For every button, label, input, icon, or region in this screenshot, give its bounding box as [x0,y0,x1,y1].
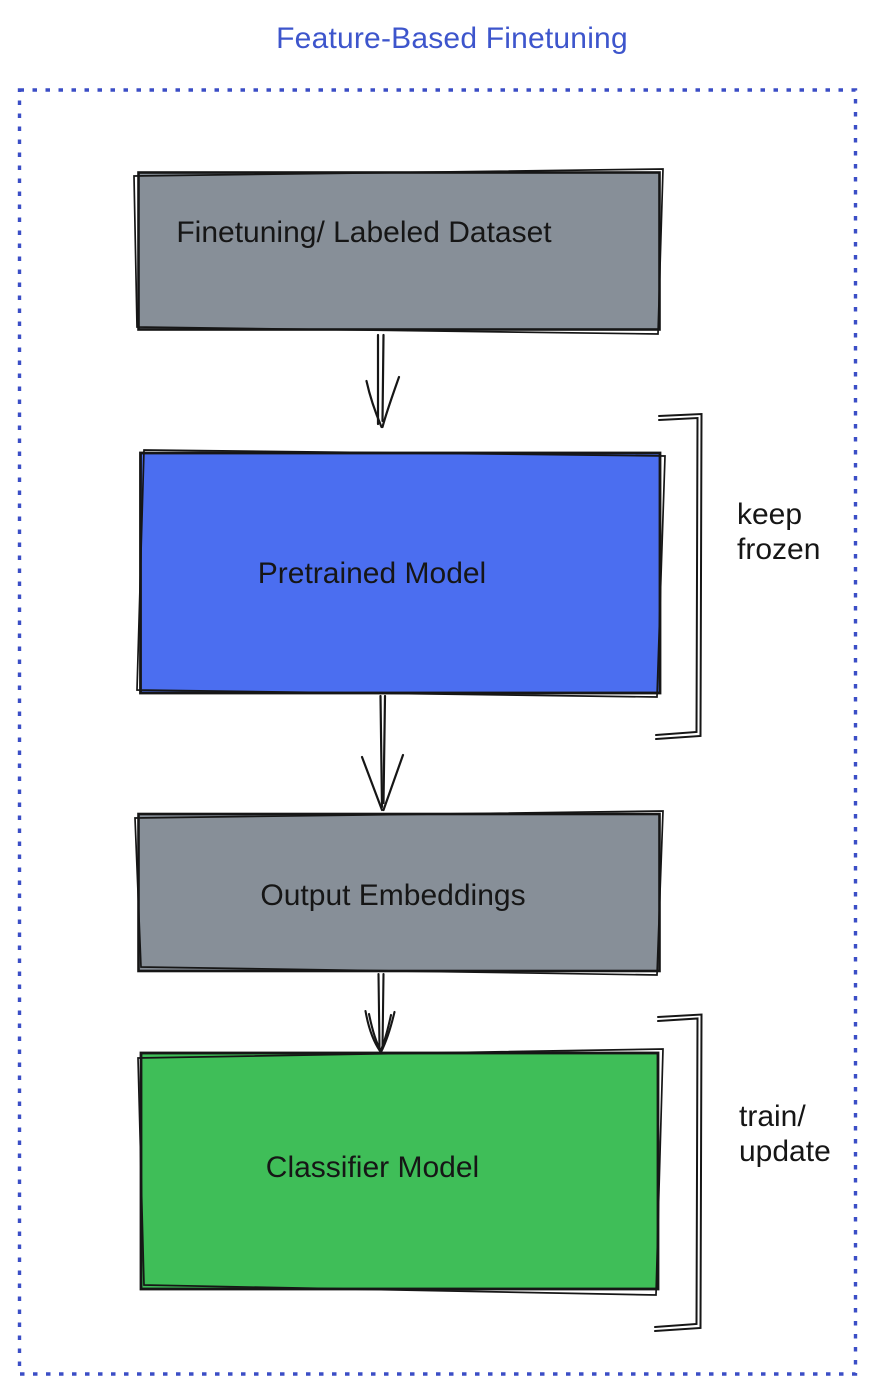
box-dataset-sketch-outline [133,168,664,335]
dotted-frame [17,88,858,1376]
bracket-train-update [654,1013,703,1332]
box-embeddings [134,810,664,976]
arrow-pretrained-to-embeddings [360,694,405,812]
annotation-train-update: train/ update [739,1100,831,1168]
arrow-dataset-to-pretrained [365,333,401,429]
box-pretrained [136,449,666,698]
arrow-embeddings-to-classifier [364,972,396,1053]
box-classifier [137,1048,664,1296]
box-embeddings-sketch-outline [134,810,664,976]
diagram-title: Feature-Based Finetuning [276,22,628,55]
box-embeddings-fill [137,812,661,973]
box-dataset-fill [137,171,661,331]
annotation-keep-frozen: keep frozen [737,498,821,566]
box-pretrained-sketch-outline [136,449,666,698]
box-pretrained-fill [139,451,662,695]
box-dataset [133,168,664,335]
box-classifier-fill [139,1051,660,1291]
box-classifier-sketch-outline [137,1048,664,1296]
bracket-keep-frozen [655,412,703,740]
